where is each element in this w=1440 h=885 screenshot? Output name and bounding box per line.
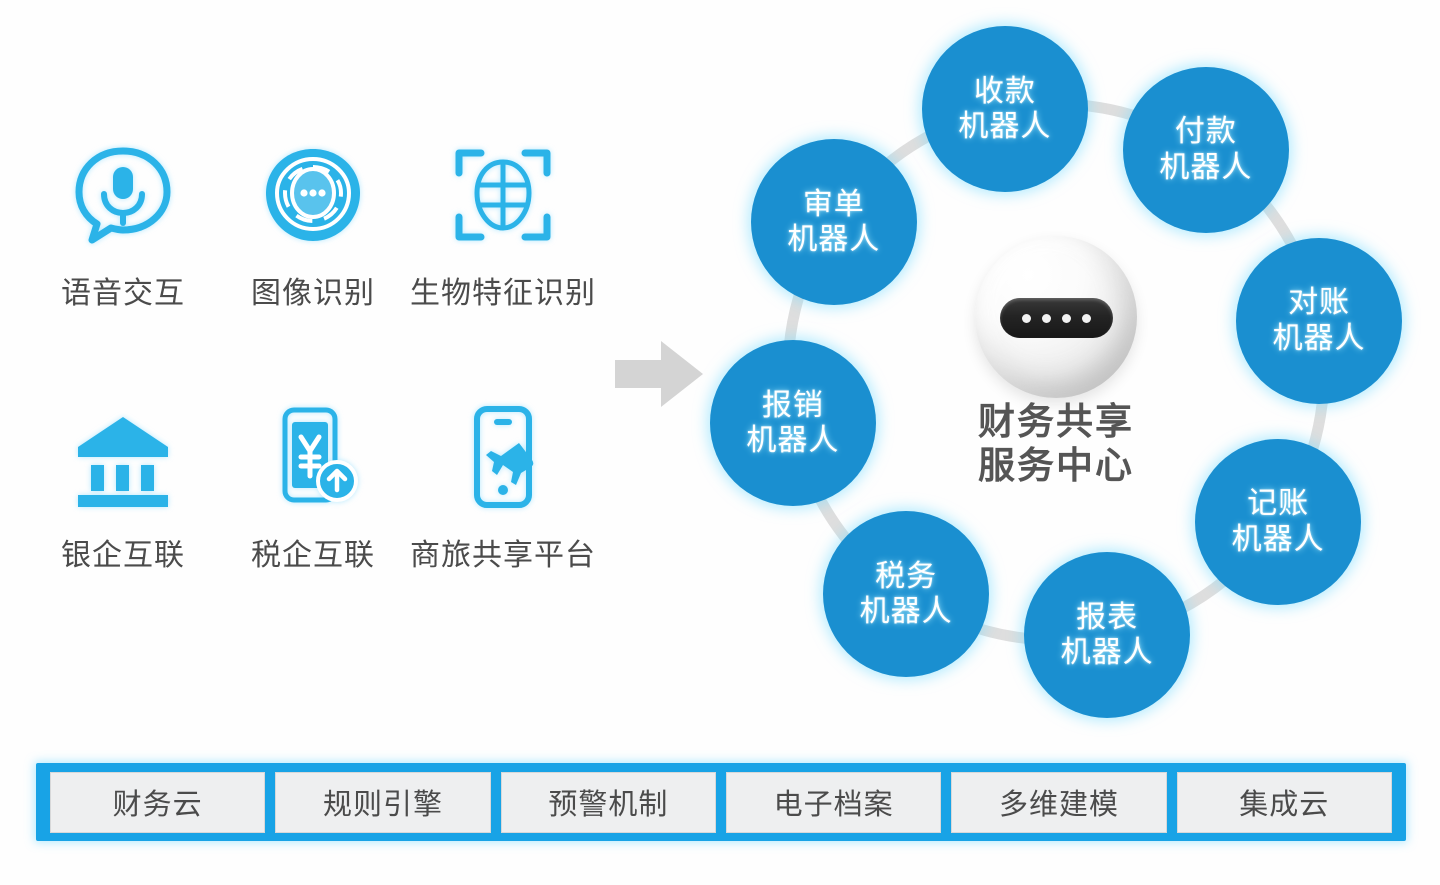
ring-node-line2: 机器人 <box>1272 321 1366 355</box>
biometric-recognition-icon <box>400 140 606 250</box>
platform-item-label: 财务云 <box>112 789 203 821</box>
capability-grid: 语音交互 图像识别 <box>20 140 640 620</box>
platform-item-3[interactable]: 电子档案 <box>725 771 942 833</box>
ring-node-line1: 记账 <box>1247 487 1310 521</box>
platform-item-5[interactable]: 集成云 <box>1176 771 1392 833</box>
ring-node-line1: 报销 <box>761 388 824 422</box>
capability-label: 语音交互 <box>61 277 185 310</box>
hub-title-line1: 财务共享 <box>978 401 1134 442</box>
bank-enterprise-link-icon <box>20 402 226 512</box>
capability-item-business-travel-platform[interactable]: 商旅共享平台 <box>400 402 606 574</box>
capability-label: 商旅共享平台 <box>410 539 596 572</box>
ring-node-line1: 付款 <box>1174 115 1237 149</box>
ring-node-line1: 税务 <box>875 559 938 593</box>
ring-node-line2: 机器人 <box>746 424 840 458</box>
ring-node-line2: 机器人 <box>1231 522 1325 556</box>
capability-item-tax-enterprise-link[interactable]: 税企互联 <box>210 402 416 574</box>
ring-node-line2: 机器人 <box>1159 150 1253 184</box>
ring-node-report-robot[interactable]: 报表 机器人 <box>1024 552 1191 719</box>
visor-dot <box>1042 313 1051 323</box>
platform-item-label: 预警机制 <box>548 789 669 821</box>
ring-node-line2: 机器人 <box>1060 636 1154 670</box>
hub-title-line2: 服务中心 <box>978 444 1134 486</box>
right-arrow-icon <box>613 338 705 410</box>
capability-label: 税企互联 <box>251 539 375 572</box>
capability-item-voice-interaction[interactable]: 语音交互 <box>20 140 226 312</box>
ring-node-line1: 报表 <box>1076 600 1139 634</box>
platform-item-label: 集成云 <box>1239 789 1330 821</box>
capability-item-image-recognition[interactable]: 图像识别 <box>210 140 416 312</box>
robot-head-icon <box>966 236 1146 416</box>
platform-item-2[interactable]: 预警机制 <box>500 771 716 833</box>
hub-visor <box>1000 298 1113 338</box>
platform-item-1[interactable]: 规则引擎 <box>275 771 491 833</box>
visor-dot <box>1022 313 1031 323</box>
ring-node-line2: 机器人 <box>859 595 953 629</box>
ring-node-invoice-audit-robot[interactable]: 审单 机器人 <box>750 139 917 306</box>
platform-item-0[interactable]: 财务云 <box>50 771 266 833</box>
ring-node-line1: 审单 <box>802 187 865 221</box>
hub-title: 财务共享 服务中心 <box>896 400 1216 487</box>
platform-item-4[interactable]: 多维建模 <box>951 771 1167 833</box>
platform-item-label: 电子档案 <box>773 789 894 821</box>
capability-item-biometric-recognition[interactable]: 生物特征识别 <box>400 140 606 312</box>
business-travel-platform-icon <box>400 402 606 512</box>
ring-node-payment-robot[interactable]: 付款 机器人 <box>1122 66 1289 233</box>
platform-item-label: 规则引擎 <box>322 789 443 821</box>
robot-ring-diagram: 财务共享 服务中心 收款 机器人 付款 机器人 对账 机器人 记账 机器人 报表… <box>700 0 1440 740</box>
platform-foundation-bar: 财务云 规则引擎 预警机制 电子档案 多维建模 集成云 <box>36 763 1406 841</box>
ring-node-reconciliation-robot[interactable]: 对账 机器人 <box>1236 237 1403 404</box>
ring-node-tax-robot[interactable]: 税务 机器人 <box>823 511 990 678</box>
ring-node-collection-robot[interactable]: 收款 机器人 <box>921 25 1088 192</box>
voice-interaction-icon <box>20 140 226 250</box>
tax-enterprise-link-icon <box>210 402 416 512</box>
capability-item-bank-enterprise-link[interactable]: 银企互联 <box>20 402 226 574</box>
capability-label: 银企互联 <box>61 539 185 572</box>
ring-node-bookkeeping-robot[interactable]: 记账 机器人 <box>1195 438 1362 605</box>
visor-dot <box>1082 313 1091 323</box>
platform-item-label: 多维建模 <box>998 789 1119 821</box>
ring-node-line2: 机器人 <box>787 223 881 257</box>
ring-node-line1: 对账 <box>1288 286 1351 320</box>
ring-node-reimbursement-robot[interactable]: 报销 机器人 <box>709 340 876 507</box>
capability-label: 生物特征识别 <box>410 277 596 310</box>
ring-node-line1: 收款 <box>973 74 1036 108</box>
image-recognition-icon <box>210 140 416 250</box>
capability-label: 图像识别 <box>251 277 375 310</box>
visor-dot <box>1062 313 1071 323</box>
ring-node-line2: 机器人 <box>958 109 1052 143</box>
